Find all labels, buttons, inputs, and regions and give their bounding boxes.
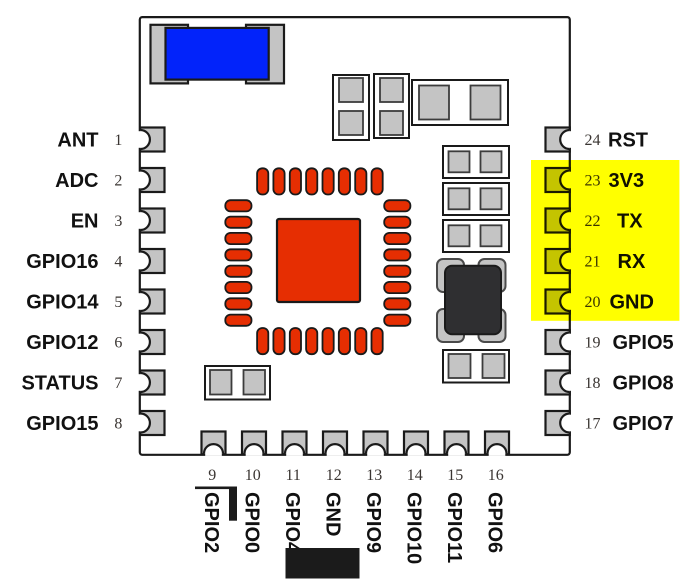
svg-text:GPIO2: GPIO2 — [200, 492, 222, 553]
svg-text:GPIO8: GPIO8 — [613, 373, 674, 395]
svg-text:RST: RST — [608, 130, 648, 152]
svg-text:15: 15 — [447, 467, 463, 484]
svg-text:GPIO4: GPIO4 — [281, 492, 303, 554]
svg-text:17: 17 — [585, 415, 601, 432]
svg-text:GPIO11: GPIO11 — [443, 492, 465, 563]
svg-text:GPIO14: GPIO14 — [26, 292, 99, 314]
svg-text:19: 19 — [585, 334, 601, 351]
svg-text:STATUS: STATUS — [21, 373, 98, 395]
svg-text:9: 9 — [208, 467, 216, 484]
svg-text:GPIO0: GPIO0 — [241, 492, 263, 553]
svg-text:7: 7 — [114, 375, 122, 392]
svg-text:GPIO5: GPIO5 — [613, 332, 674, 354]
svg-text:10: 10 — [245, 467, 261, 484]
svg-text:5: 5 — [114, 294, 122, 311]
svg-text:3: 3 — [114, 213, 122, 230]
svg-text:12: 12 — [326, 467, 342, 484]
svg-text:11: 11 — [285, 467, 300, 484]
svg-text:GPIO6: GPIO6 — [484, 492, 506, 553]
svg-text:1: 1 — [114, 132, 122, 149]
svg-text:GPIO7: GPIO7 — [613, 413, 674, 435]
svg-text:13: 13 — [366, 467, 382, 484]
svg-text:GPIO15: GPIO15 — [26, 413, 98, 435]
svg-text:4: 4 — [114, 253, 122, 270]
svg-text:18: 18 — [585, 375, 601, 392]
svg-text:GND: GND — [322, 492, 344, 536]
svg-text:6: 6 — [114, 334, 122, 351]
svg-text:EN: EN — [71, 211, 99, 233]
svg-text:GPIO9: GPIO9 — [362, 492, 384, 553]
svg-text:GPIO10: GPIO10 — [403, 492, 425, 564]
svg-text:GPIO12: GPIO12 — [26, 332, 98, 354]
svg-text:GPIO16: GPIO16 — [26, 251, 98, 273]
svg-text:ADC: ADC — [55, 170, 98, 192]
svg-text:2: 2 — [114, 172, 122, 189]
svg-text:14: 14 — [407, 467, 423, 484]
svg-text:ANT: ANT — [57, 130, 98, 152]
svg-text:8: 8 — [114, 415, 122, 432]
svg-text:16: 16 — [488, 467, 504, 484]
svg-text:24: 24 — [585, 132, 601, 149]
